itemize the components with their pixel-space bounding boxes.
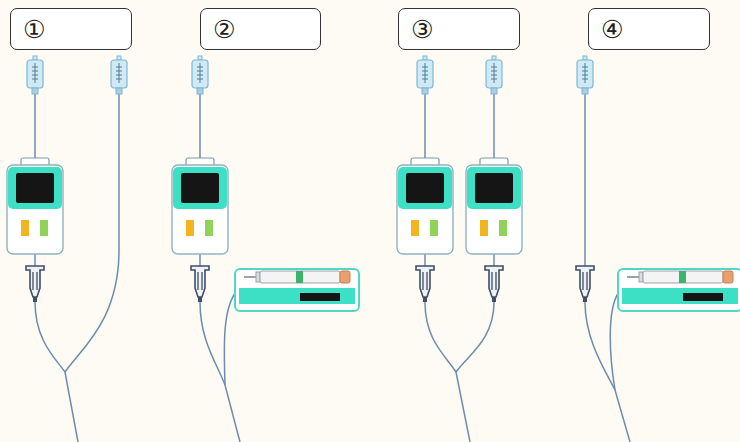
label-box: ④ — [588, 8, 710, 50]
setup-number: ① — [11, 17, 45, 42]
setup-number: ② — [201, 17, 235, 42]
label-box: ③ — [398, 8, 520, 50]
setup-number: ④ — [589, 17, 623, 42]
setup-number: ③ — [399, 17, 433, 42]
drip-chambers — [27, 56, 593, 94]
syringe-pumps — [235, 269, 740, 311]
label-box: ② — [200, 8, 321, 50]
infusion-pumps — [7, 158, 522, 254]
tubing — [35, 94, 630, 442]
label-box: ① — [10, 8, 132, 50]
